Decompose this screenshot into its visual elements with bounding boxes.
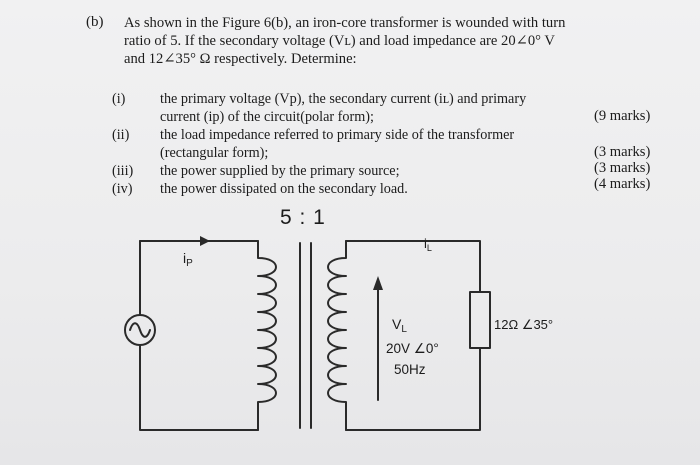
- sub-question-iii: (iii) the power supplied by the primary …: [112, 162, 592, 180]
- marks-iv: (4 marks): [594, 176, 651, 192]
- marks-ii: (3 marks): [594, 144, 651, 160]
- primary-current-label: iP: [183, 250, 193, 269]
- secondary-current-label: iL: [424, 236, 432, 253]
- primary-current-subscript: P: [186, 258, 193, 269]
- turns-ratio-label: 5 : 1: [280, 206, 326, 229]
- primary-current-symbol: i: [183, 250, 187, 266]
- sub-question-ii: (ii) the load impedance referred to prim…: [112, 126, 592, 162]
- sub-question-number: (ii): [112, 127, 130, 143]
- ac-source-icon: [124, 314, 156, 346]
- secondary-coil-icon: [327, 240, 347, 431]
- marks-iii: (3 marks): [594, 160, 651, 176]
- secondary-current-subscript: L: [426, 243, 432, 253]
- load-impedance-label: 12Ω ∠35°: [494, 317, 554, 332]
- secondary-bottom-wire: [345, 347, 481, 431]
- intro-line: and 12∠35° Ω respectively. Determine:: [124, 51, 357, 67]
- frequency-label: 50Hz: [394, 362, 426, 377]
- sub-question-text: the load impedance referred to primary s…: [160, 127, 515, 143]
- question-intro: As shown in the Figure 6(b), an iron-cor…: [124, 14, 594, 68]
- primary-coil-icon: [257, 240, 277, 431]
- sub-question-text: (rectangular form);: [160, 145, 269, 161]
- part-label: (b): [86, 14, 104, 30]
- secondary-voltage-label: VL: [392, 316, 407, 335]
- secondary-voltage-value: 20V ∠0°: [386, 341, 439, 356]
- voltage-arrowhead-icon: [373, 276, 383, 290]
- sub-question-text: the power supplied by the primary source…: [160, 163, 400, 179]
- ac-sine-icon: [129, 322, 151, 338]
- sub-question-i: (i) the primary voltage (Vp), the second…: [112, 90, 592, 126]
- sub-question-number: (i): [112, 91, 126, 107]
- sub-question-list: (i) the primary voltage (Vp), the second…: [112, 90, 592, 198]
- voltage-symbol: V: [392, 316, 402, 332]
- sub-question-text: the primary voltage (Vp), the secondary …: [160, 91, 527, 107]
- intro-line: As shown in the Figure 6(b), an iron-cor…: [124, 15, 566, 31]
- sub-question-text: the power dissipated on the secondary lo…: [160, 181, 408, 197]
- marks-i: (9 marks): [594, 108, 651, 124]
- sub-question-text: current (ip) of the circuit(polar form);: [160, 109, 374, 125]
- sub-question-iv: (iv) the power dissipated on the seconda…: [112, 180, 592, 198]
- load-impedance-icon: [469, 291, 491, 349]
- secondary-current-symbol: i: [424, 236, 427, 251]
- voltage-subscript: L: [401, 324, 407, 335]
- primary-current-arrowhead-icon: [200, 236, 210, 246]
- sub-question-number: (iv): [112, 181, 133, 197]
- secondary-top-wire: [345, 240, 481, 293]
- sub-question-number: (iii): [112, 163, 134, 179]
- intro-line: ratio of 5. If the secondary voltage (Vʟ…: [124, 33, 555, 49]
- primary-left-wire-lower: [139, 344, 259, 431]
